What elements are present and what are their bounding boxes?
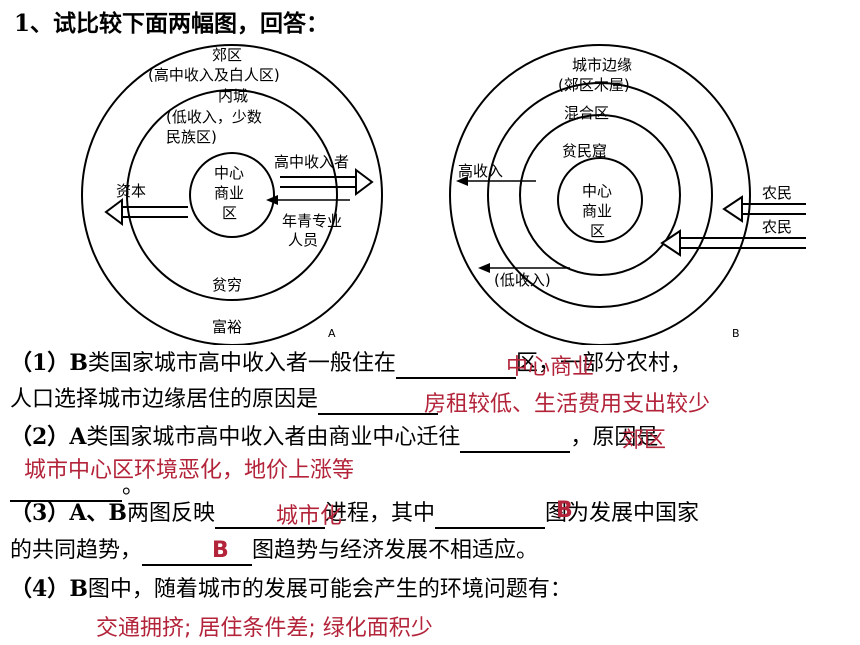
diagram-a-inward-arrow [266,195,350,205]
q3-answer-2: B [556,498,573,523]
q1-line-2: 人口选择城市边缘居住的原因是 [10,385,439,415]
q3-line-2: 的共同趋势， 图趋势与经济发展不相适应。 [10,536,538,566]
q3-text-4: 的共同趋势， [10,538,143,563]
q2-text-2: ，原因是 [570,425,659,450]
diagram-a-cbd-label-3: 区 [222,204,237,222]
q3-text-1: 两图反映 [126,501,215,526]
question-title: 1、试比较下面两幅图，回答： [14,10,330,37]
q3-text-5: 图趋势与经济发展不相适应。 [252,538,539,563]
q1-text-2: 区，一部分农村， [515,351,692,376]
q1-number: （1） [10,350,70,376]
q4-line-1: （4）B图中，随着城市的发展可能会产生的环境问题有： [10,574,572,605]
diagram-a-inner-city-desc-2: 民族区) [166,128,217,146]
diagram-a-poor-label: 贫穷 [212,276,242,294]
q1-answer-2: 房租较低、生活费用支出较少 [424,392,711,417]
diagram-a-inner-city-label: 内城 [218,87,248,105]
q4-diagram: B [69,576,88,602]
diagram-b-farmer-arrow-1 [722,195,806,223]
q4-number: （4） [10,576,70,602]
diagram-b-ring-3 [487,82,713,308]
diagram-a-young-professionals-2: 人员 [288,231,318,249]
diagram-b-farmer-label-2: 农民 [762,218,792,236]
diagram-b-outer-ring [449,44,751,345]
diagram-b-center-ring [557,157,643,243]
q3-blank-2 [435,503,546,529]
diagram-b-tag: B [732,327,740,340]
diagram-b-farmer-label-1: 农民 [762,184,792,202]
diagram-b-cbd-label-1: 中心 [582,182,612,200]
diagram-b-high-income-arrow [456,176,536,186]
q3-text-2: 进程，其中 [325,501,436,526]
diagram-b-farmer-arrow-2 [660,229,806,257]
q4-answer: 交通拥挤; 居住条件差; 绿化面积少 [96,616,433,641]
diagram-a-rich-label: 富裕 [212,318,242,336]
diagram-a-middle-ring [126,89,338,301]
q1-answer-1: 中心商业 [506,355,595,380]
diagram-a-capital-label: 资本 [116,182,146,200]
q2-line-2: 。 [10,472,144,502]
diagram-b-mixed-label: 混合区 [564,104,609,122]
q1-blank-2 [318,389,439,415]
q2-number: （2） [10,424,70,450]
q3-blank-3 [142,540,253,566]
q3-line-1: （3）A、B两图反映 进程，其中 图为发展中国家 [10,498,699,529]
diagram-b-high-income-label: 高收入 [458,162,503,180]
q1-text-1: 类国家城市高中收入者一般住在 [87,351,396,376]
q4-text-1: 图中，随着城市的发展可能会产生的环境问题有： [87,577,572,602]
q2-line-1: （2）A类国家城市高中收入者由商业中心迁往 ，原因是 [10,422,658,453]
diagrams: 郊区 (高中收入及白人区) 内城 (低收入，少数 民族区) 中心 商业 区 高中… [81,44,806,345]
q3-blank-1 [215,503,325,529]
diagram-b-cbd-label-3: 区 [590,222,605,240]
q3-answer-3: B [212,538,229,563]
diagram-a-suburb-desc: (高中收入及白人区) [148,66,280,84]
diagram-a-young-professionals-1: 年青专业 [282,212,342,230]
q2-blank-2 [10,476,122,502]
q1-line-1: （1）B类国家城市高中收入者一般住在 区，一部分农村， [10,348,692,379]
q2-answer-2: 城市中心区环境恶化，地价上涨等 [24,458,355,483]
diagram-a-high-income-label: 高中收入者 [274,153,349,171]
q3-answer-1: 城市化 [276,504,343,529]
diagram-a-center-ring [189,152,275,238]
diagram-b-edge-label: 城市边缘 [572,56,632,74]
q1-blank-1 [395,353,516,379]
q1-text-3: 人口选择城市边缘居住的原因是 [10,387,319,412]
diagram-b-ring-2 [519,114,681,276]
diagram-a-tag: A [328,327,336,340]
diagram-b: 城市边缘 (郊区木屋) 混合区 贫民窟 中心 商业 区 高收入 (低收入) 农民… [449,44,806,345]
diagram-a-cbd-label-2: 商业 [214,184,244,202]
q2-blank-1 [460,427,571,453]
q1-country-type: B [69,350,88,376]
diagram-a-suburb-label: 郊区 [212,46,242,64]
diagram-b-edge-desc: (郊区木屋) [558,76,630,94]
diagram-a: 郊区 (高中收入及白人区) 内城 (低收入，少数 民族区) 中心 商业 区 高中… [81,44,383,345]
diagram-a-outer-ring [81,44,383,345]
diagram-b-slum-label: 贫民窟 [562,142,607,160]
diagram-a-inner-city-desc-1: (低收入，少数 [166,108,262,126]
q3-diagrams: A、B [69,500,127,526]
diagram-a-capital-arrow [104,198,188,226]
diagram-b-low-income-label: (低收入) [494,271,551,289]
diagram-a-outward-arrow [280,168,374,196]
q2-answer-1: 郊区 [622,428,667,453]
q3-number: （3） [10,500,70,526]
diagram-b-cbd-label-2: 商业 [582,202,612,220]
q2-period: 。 [122,474,145,499]
diagram-a-cbd-label-1: 中心 [214,164,244,182]
diagram-b-low-income-arrow [478,263,570,273]
q2-country-type: A [69,424,87,450]
q2-text-1: 类国家城市高中收入者由商业中心迁往 [86,425,461,450]
q3-text-3: 图为发展中国家 [545,501,700,526]
